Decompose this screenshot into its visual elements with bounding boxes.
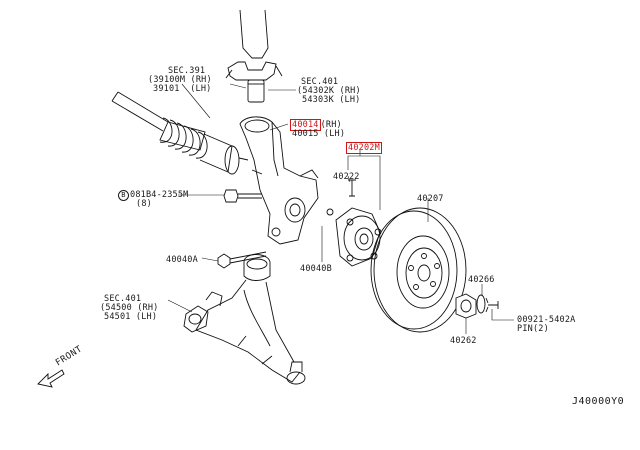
label-39100m: (39100M (RH) — [148, 75, 212, 85]
label-40266: 40266 — [468, 275, 495, 285]
label-54501: 54501 (LH) — [104, 312, 158, 322]
diagram-code: J40000Y0 — [572, 396, 625, 407]
label-40014: 40014(RH) — [290, 119, 342, 131]
label-00921-pin: PIN(2) — [517, 324, 549, 334]
label-00921: 00921-5402A — [517, 315, 576, 325]
brake-rotor — [370, 207, 467, 333]
steering-knuckle — [239, 116, 334, 245]
drive-shaft — [111, 91, 249, 175]
label-081b4-qty: (8) — [136, 199, 152, 209]
hub-nut — [455, 293, 499, 319]
label-sec401-top: SEC.401 — [301, 77, 339, 87]
lower-control-arm — [183, 254, 306, 385]
part-40202m-highlight[interactable]: 40202M — [346, 142, 382, 154]
part-40202m-label: 40202M — [346, 142, 382, 154]
label-39101: 39101 (LH) — [153, 84, 212, 94]
label-081b4: 081B4-2355M — [130, 190, 189, 200]
label-40015: 40015 (LH) — [292, 129, 346, 139]
label-40207: 40207 — [417, 194, 444, 204]
leader-lines — [167, 83, 514, 334]
label-54303k: 54303K (LH) — [302, 95, 361, 105]
part-40014-highlight[interactable]: 40014 — [290, 119, 321, 131]
strut-assembly — [225, 9, 283, 103]
label-54500: (54500 (RH) — [100, 303, 159, 313]
bolt-circle-icon: B — [118, 190, 129, 201]
label-sec401-bottom: SEC.401 — [104, 294, 142, 304]
label-40014-side: (RH) — [320, 120, 342, 130]
wheel-hub-bearing — [335, 179, 382, 267]
label-40040a: 40040A — [166, 255, 198, 265]
knuckle-bolt — [223, 189, 262, 203]
label-40262: 40262 — [450, 336, 477, 346]
label-54302k: (54302K (RH) — [297, 86, 361, 96]
label-sec391: SEC.391 — [168, 66, 206, 76]
front-arrow-icon — [37, 369, 65, 388]
label-40222: 40222 — [333, 172, 360, 182]
label-40040b: 40040B — [300, 264, 332, 274]
lower-bolt — [217, 251, 267, 269]
